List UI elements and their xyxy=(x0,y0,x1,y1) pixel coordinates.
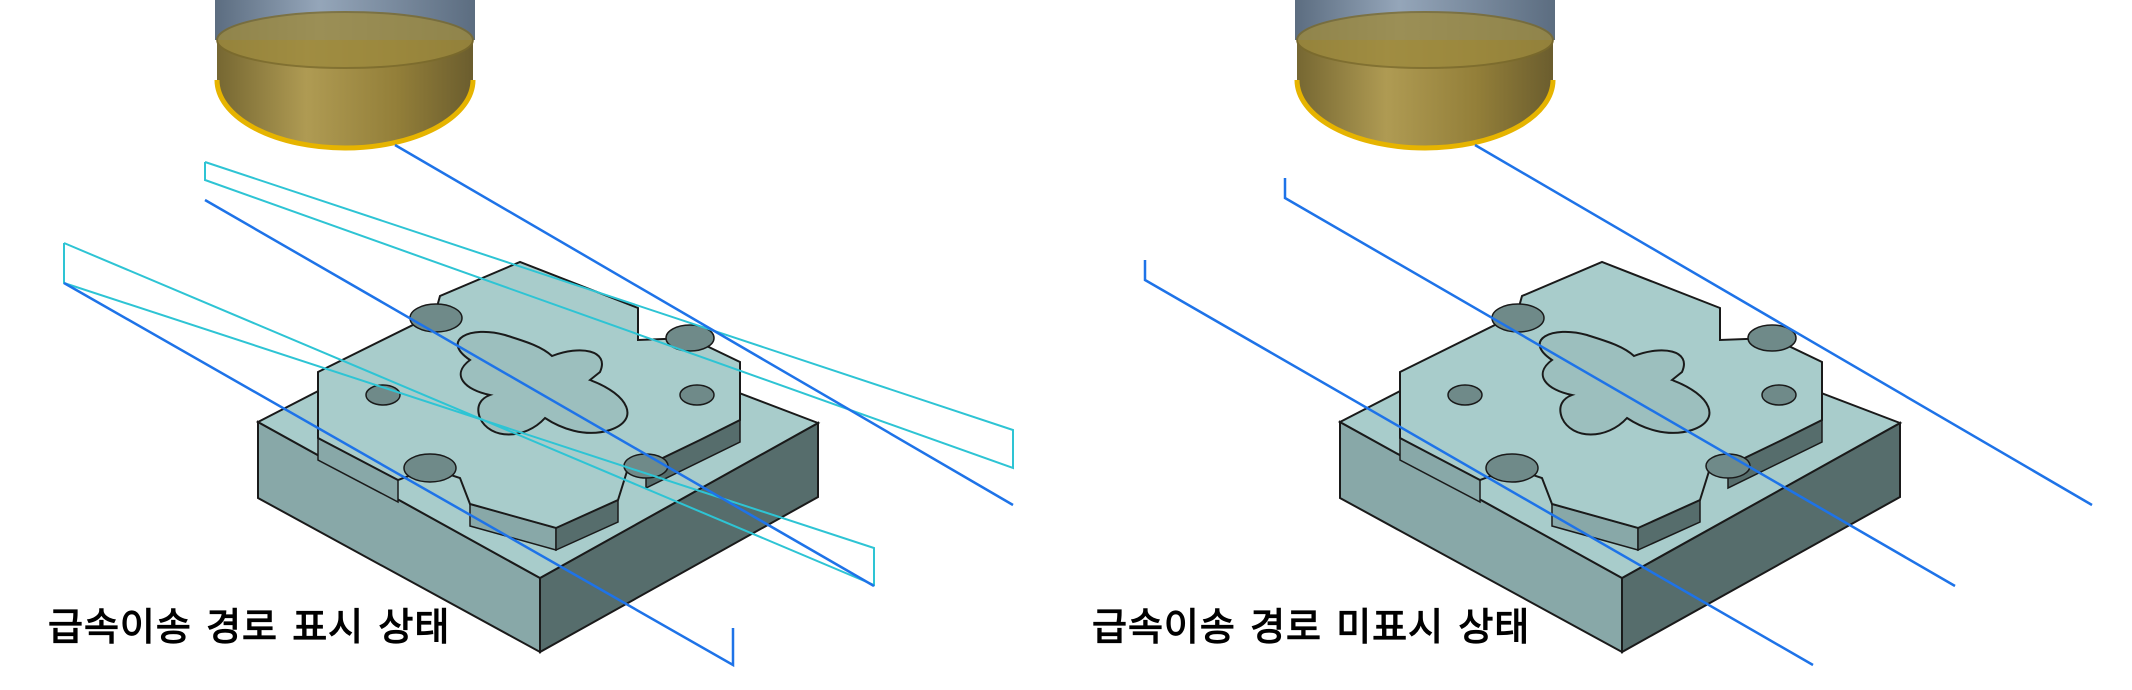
corner-notch xyxy=(1747,324,1797,352)
cutting-path xyxy=(394,143,1014,507)
tool-rim xyxy=(214,79,476,151)
caption-rapid-shown: 급속이송 경로 표시 상태 xyxy=(48,605,451,649)
caption-rapid-hidden: 급속이송 경로 미표시 상태 xyxy=(1092,605,1531,649)
tool-rim xyxy=(1294,79,1556,151)
corner-notch xyxy=(665,324,715,352)
cutting-path xyxy=(1283,178,1956,588)
tool-holder xyxy=(1297,40,1553,148)
tool-holder xyxy=(217,40,473,148)
central-pocket xyxy=(1538,330,1711,436)
corner-notch xyxy=(1705,453,1751,479)
tool-top-ring xyxy=(1296,11,1554,69)
rapid-move-path xyxy=(204,161,1014,470)
cutting-path xyxy=(204,198,875,588)
corner-notch xyxy=(409,303,463,333)
tool-top-ring xyxy=(216,11,474,69)
corner-notch xyxy=(1485,453,1539,483)
corner-notch xyxy=(403,453,457,483)
bolt-hole xyxy=(679,384,715,406)
rapid-move-path xyxy=(63,242,875,587)
corner-notch xyxy=(1491,303,1545,333)
cutting-path xyxy=(63,281,735,668)
central-pocket xyxy=(456,330,629,436)
cutting-path xyxy=(1474,143,2093,507)
panel-rapid-hidden xyxy=(1143,0,2093,667)
bolt-hole xyxy=(1761,384,1797,406)
bolt-hole xyxy=(1447,384,1483,406)
panel-rapid-shown xyxy=(63,0,1014,668)
cutting-path xyxy=(1143,260,1814,667)
